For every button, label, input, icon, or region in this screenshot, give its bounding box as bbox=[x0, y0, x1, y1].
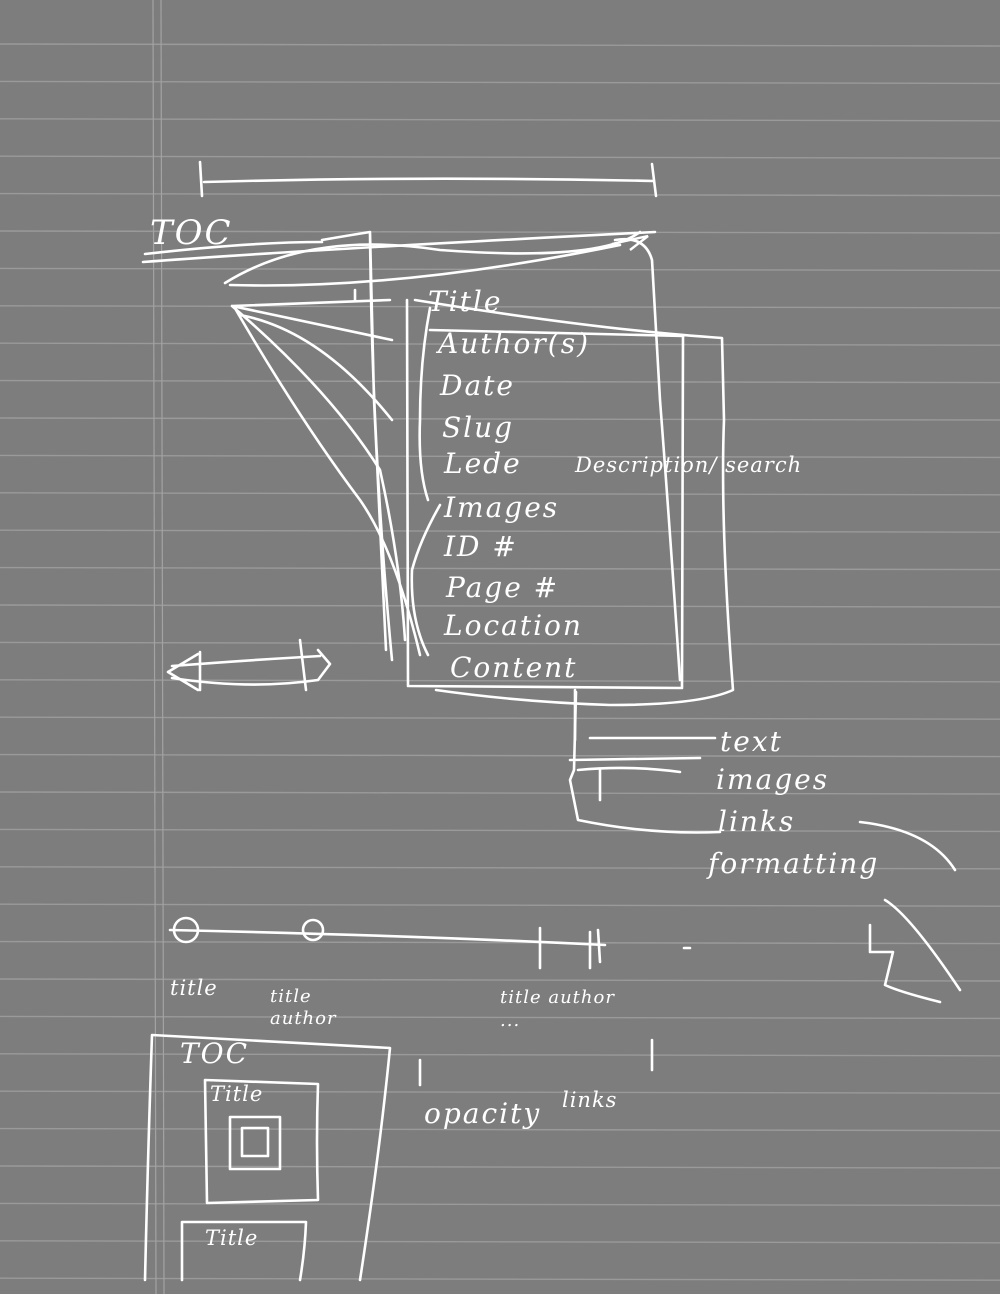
margin-line bbox=[152, 0, 157, 1294]
content-type-formatting: formatting bbox=[708, 847, 880, 880]
ink-strokes bbox=[141, 160, 962, 1282]
ruled-line bbox=[0, 1090, 1000, 1094]
ruled-line bbox=[0, 641, 1000, 646]
field-images: Images bbox=[444, 491, 560, 524]
timeline-stop bbox=[172, 916, 200, 944]
mini-layout-frame bbox=[143, 1033, 392, 1282]
formatting-arrow bbox=[858, 820, 962, 1004]
mini-panel-2 bbox=[180, 1220, 308, 1282]
ruled-line bbox=[0, 1202, 1000, 1207]
ruled-line bbox=[0, 1015, 1000, 1020]
toc-panel-outline bbox=[320, 230, 394, 662]
ruled-line bbox=[0, 1240, 1000, 1244]
content-connector bbox=[568, 690, 722, 834]
width-bracket bbox=[198, 160, 658, 198]
double-arrow bbox=[166, 638, 332, 692]
ruled-line bbox=[0, 791, 1000, 795]
swoop-arrowhead bbox=[611, 234, 649, 251]
ruled-line bbox=[0, 492, 1000, 496]
ruled-line bbox=[0, 566, 1000, 571]
field-id: ID # bbox=[444, 530, 518, 563]
ruled-line bbox=[0, 1165, 1000, 1169]
toc-underline bbox=[141, 230, 657, 264]
mini-panel-1 bbox=[203, 1078, 320, 1205]
timeline-stop-label: title author bbox=[270, 986, 337, 1029]
ruled-line bbox=[0, 978, 1000, 982]
ruled-line bbox=[0, 940, 1000, 945]
field-location: Location bbox=[444, 609, 583, 642]
field-date: Date bbox=[440, 369, 515, 402]
ruled-line bbox=[0, 80, 1000, 85]
field-bracket bbox=[410, 306, 442, 657]
timeline-stop bbox=[538, 926, 602, 970]
ruled-line bbox=[0, 230, 1000, 234]
ruled-line bbox=[0, 753, 1000, 758]
field-card-outline bbox=[353, 288, 735, 707]
ruled-lines bbox=[0, 43, 1000, 1281]
field-content: Content bbox=[450, 651, 578, 684]
mini-panel-title: Title bbox=[205, 1226, 259, 1250]
mini-toc-label: TOC bbox=[180, 1037, 250, 1070]
ruled-line bbox=[0, 305, 1000, 309]
field-lede: Lede bbox=[444, 447, 522, 480]
ruled-line bbox=[0, 192, 1000, 197]
ruled-line bbox=[0, 342, 1000, 346]
timeline-stop-label: title bbox=[170, 976, 218, 1000]
timeline-stop-label: links bbox=[562, 1088, 618, 1112]
ruled-line bbox=[0, 679, 1000, 683]
timeline-line bbox=[168, 928, 607, 947]
ruled-line bbox=[0, 903, 1000, 907]
ruled-line bbox=[0, 529, 1000, 533]
ruled-line bbox=[0, 866, 1000, 870]
ruled-line bbox=[0, 454, 1000, 459]
ruled-line bbox=[0, 155, 1000, 159]
field-page: Page # bbox=[446, 571, 560, 604]
content-type-links: links bbox=[718, 805, 796, 838]
ruled-line bbox=[0, 118, 1000, 122]
content-type-text: text bbox=[720, 725, 783, 758]
ruled-line bbox=[0, 379, 1000, 384]
ruled-line bbox=[0, 417, 1000, 421]
ruled-line bbox=[0, 1053, 1000, 1057]
margin-line bbox=[160, 0, 165, 1294]
field-pointer-lines bbox=[230, 298, 422, 657]
mini-thumbnail bbox=[228, 1115, 282, 1171]
ruled-line bbox=[0, 1277, 1000, 1281]
field-slug: Slug bbox=[442, 411, 515, 444]
ruled-line bbox=[0, 716, 1000, 720]
timeline-stop-label: title author ... bbox=[500, 987, 615, 1032]
field-authors: Author(s) bbox=[438, 327, 590, 360]
mini-stray bbox=[418, 946, 692, 1087]
ruled-line bbox=[0, 604, 1000, 608]
lede-note: Description/ search bbox=[575, 453, 803, 477]
toc-swoop bbox=[223, 230, 642, 287]
timeline-note: opacity bbox=[424, 1097, 542, 1130]
ruled-line bbox=[0, 43, 1000, 47]
toc-label: TOC bbox=[150, 213, 233, 253]
content-type-images: images bbox=[716, 763, 830, 796]
mini-thumbnail-inner bbox=[240, 1126, 270, 1158]
mini-panel-title: Title bbox=[210, 1082, 264, 1106]
field-title: Title bbox=[428, 285, 503, 318]
ruled-line bbox=[0, 828, 1000, 833]
timeline-stop bbox=[301, 918, 325, 942]
ruled-line bbox=[0, 1127, 1000, 1132]
ruled-line bbox=[0, 267, 1000, 272]
